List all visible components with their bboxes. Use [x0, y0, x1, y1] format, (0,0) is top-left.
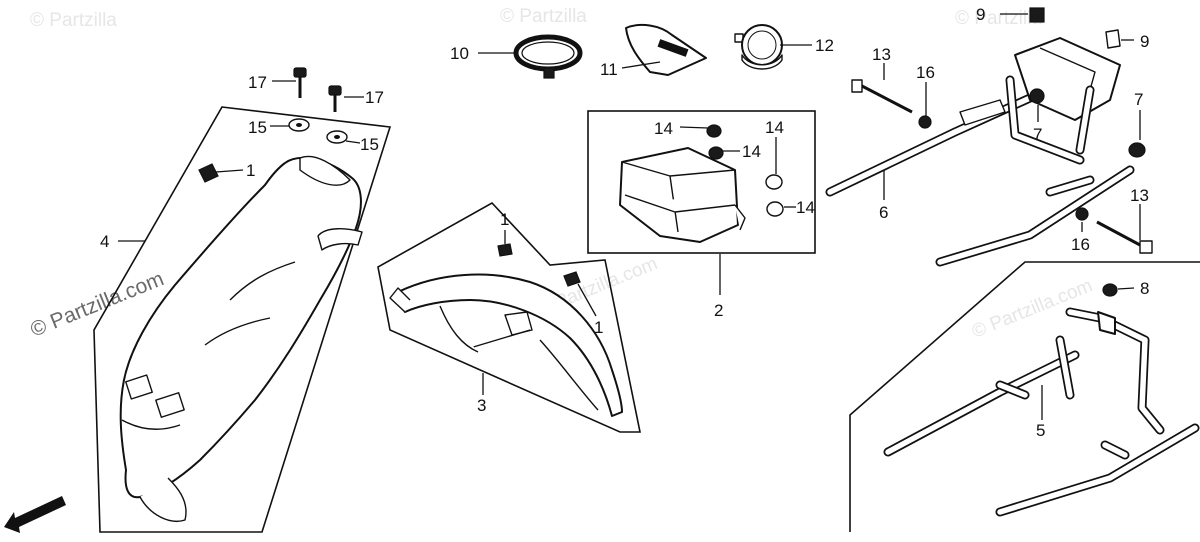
nut-7-right	[1128, 142, 1146, 158]
grommets-14	[706, 124, 784, 217]
callout-14-a: 14	[654, 119, 673, 138]
callout-1-center-right: 1	[594, 318, 603, 337]
bolt-13-top	[851, 79, 913, 114]
callout-12: 12	[815, 36, 834, 55]
watermark-top-center: © Partzilla	[500, 6, 587, 27]
screw-9-top	[1029, 7, 1045, 23]
callout-15-left: 15	[248, 118, 267, 137]
front-fender	[389, 243, 623, 417]
upper-guard-frame-6	[825, 37, 1135, 267]
nut-16-bottom	[1075, 207, 1089, 221]
front-fender-group-outline	[377, 201, 641, 433]
tool-box-group-outline	[587, 110, 816, 254]
lower-guard-frame-5	[883, 307, 1200, 517]
watermark-top-right: © Partzilla	[955, 8, 1042, 29]
callout-6: 6	[879, 203, 888, 222]
callout-11: 11	[600, 60, 618, 79]
callout-13-right: 13	[1130, 186, 1149, 205]
callout-9-top: 9	[976, 5, 985, 24]
nut-7-left	[1029, 88, 1045, 104]
bolt-17-left	[293, 67, 307, 98]
callout-numbers: 10 11 12 17 17 15 15 1 4 1 1 3 14 14 14 …	[100, 5, 1149, 440]
bolt-17-right	[328, 85, 342, 112]
callout-10: 10	[450, 44, 469, 63]
nut-16-top	[918, 115, 932, 129]
washer-15-right-hole	[334, 135, 340, 139]
callout-15-right: 15	[360, 135, 379, 154]
callout-17-right: 17	[365, 88, 384, 107]
callout-16-bottom: 16	[1071, 235, 1090, 254]
rear-fender	[119, 155, 363, 522]
callout-7-left: 7	[1033, 125, 1042, 144]
cover-11	[625, 23, 707, 76]
rear-fender-group-outline	[93, 106, 392, 533]
callout-4: 4	[100, 232, 109, 251]
tool-box-tray	[619, 147, 746, 243]
callout-16-top: 16	[916, 63, 935, 82]
fwd-label: FWD	[19, 501, 52, 527]
callout-8: 8	[1140, 279, 1149, 298]
nut-8	[1102, 283, 1118, 297]
callout-14-c: 14	[765, 118, 784, 137]
callout-2: 2	[714, 301, 723, 320]
gauge-12	[734, 24, 783, 70]
bolt-13-right	[1096, 220, 1153, 254]
band-10	[513, 34, 583, 79]
callout-7-right: 7	[1134, 90, 1143, 109]
callout-5: 5	[1036, 421, 1045, 440]
callout-1-left: 1	[246, 161, 255, 180]
lower-guard-group-outline	[849, 261, 1200, 532]
washer-15-left-hole	[296, 123, 302, 127]
callout-14-d: 14	[796, 198, 815, 217]
leader-lines	[118, 13, 1141, 420]
callout-9-right: 9	[1140, 32, 1149, 51]
callout-13-top: 13	[872, 45, 891, 64]
callout-3: 3	[477, 396, 486, 415]
callout-1-center-top: 1	[500, 210, 509, 229]
fwd-arrow-icon	[4, 496, 66, 533]
screw-9-right	[1105, 29, 1121, 49]
callout-14-b: 14	[742, 142, 761, 161]
forward-arrow: FWD	[4, 496, 66, 533]
callout-17-left: 17	[248, 73, 267, 92]
watermark-top-left: © Partzilla	[30, 10, 117, 31]
